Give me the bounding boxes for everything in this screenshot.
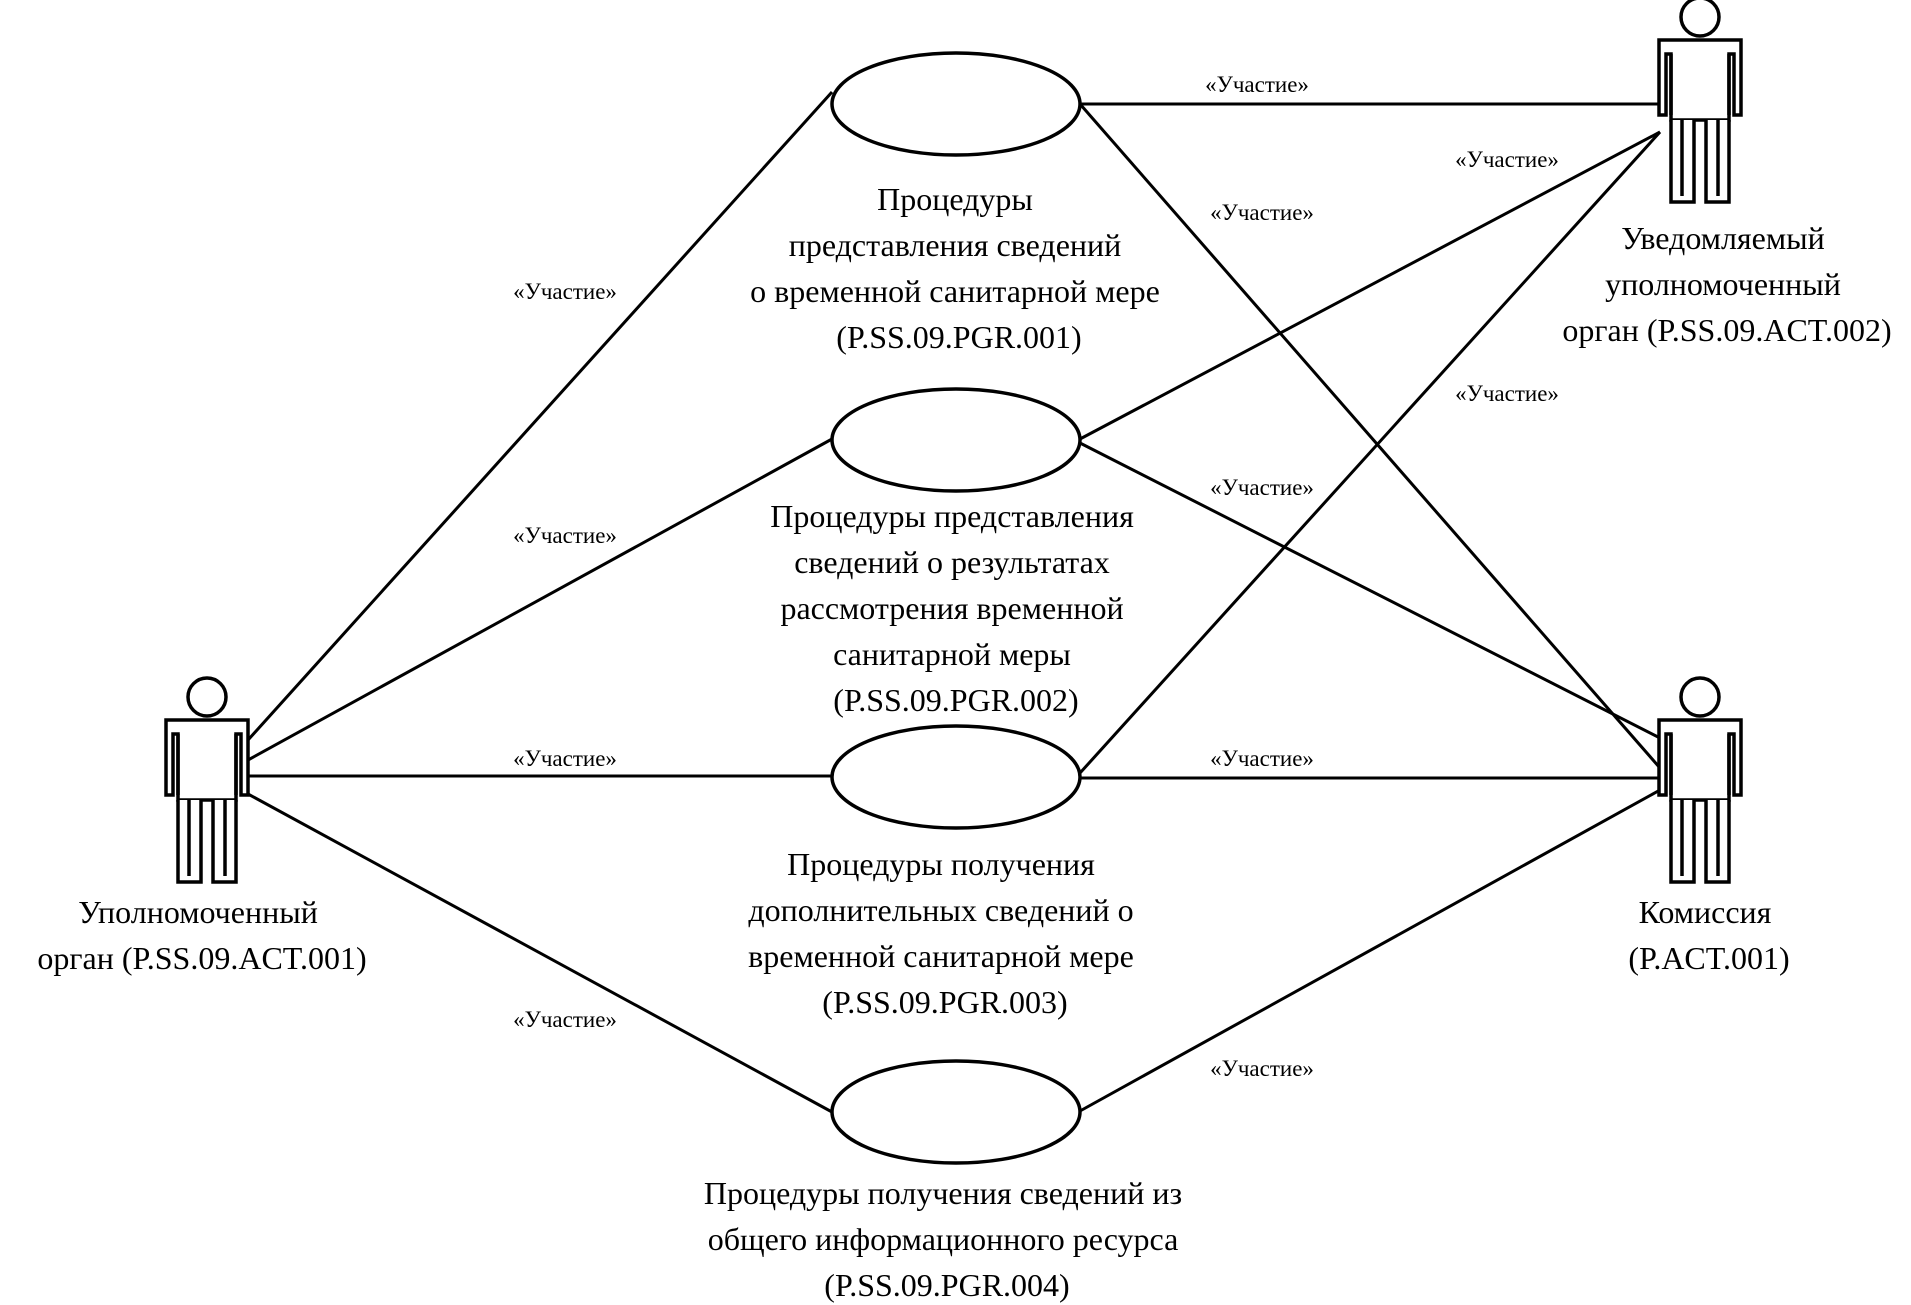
actor-figure-commission[interactable] (1657, 676, 1743, 884)
association-line-authority-pgr004 (247, 792, 833, 1114)
actor-label-authority: Уполномоченный орган (P.SS.09.ACT.001) (37, 894, 366, 976)
association-line-authority-pgr002 (247, 437, 833, 762)
use-case-ellipse-pgr002[interactable] (830, 387, 1082, 493)
association-label-notified-pgr001: «Участие» (1205, 72, 1309, 97)
actor-figure-authority-legs (176, 800, 238, 884)
association-label-authority-pgr001: «Участие» (513, 279, 617, 304)
association-label-authority-pgr003: «Участие» (513, 746, 617, 771)
actor-label-notified: Уведомляемый уполномоченный орган (P.SS.… (1562, 220, 1891, 348)
actor-figure-notified[interactable] (1657, 0, 1743, 204)
use-case-label-pgr002: Процедуры представления сведений о резул… (770, 498, 1142, 718)
use-case-label-pgr001: Процедуры представления сведений о време… (750, 181, 1168, 355)
actor-figures (164, 0, 1743, 884)
association-line-commission-pgr002 (1079, 441, 1661, 740)
association-labels: «Участие» «Участие» «Участие» «Участие» … (513, 72, 1559, 1081)
actor-figure-commission-head (1679, 676, 1721, 718)
actor-label-commission: Комиссия (P.ACT.001) (1628, 894, 1789, 976)
association-label-notified-pgr003: «Участие» (1455, 381, 1559, 406)
association-line-commission-pgr004 (1079, 788, 1661, 1113)
association-label-commission-pgr001: «Участие» (1210, 200, 1314, 225)
actor-figure-authority[interactable] (164, 676, 250, 884)
use-case-label-pgr003: Процедуры получения дополнительных сведе… (748, 846, 1142, 1020)
use-case-ellipse-pgr004[interactable] (830, 1059, 1082, 1165)
association-line-notified-pgr003 (1078, 130, 1662, 775)
association-line-authority-pgr001 (246, 90, 834, 742)
use-case-ellipse-pgr001[interactable] (830, 51, 1082, 157)
use-case-label-pgr004: Процедуры получения сведений из общего и… (704, 1175, 1190, 1303)
association-line-commission-pgr001 (1078, 103, 1662, 769)
association-label-commission-pgr002: «Участие» (1210, 475, 1314, 500)
use-case-ellipse-pgr003[interactable] (830, 724, 1082, 830)
actor-figure-authority-head (186, 676, 228, 718)
association-label-commission-pgr003: «Участие» (1210, 746, 1314, 771)
use-cases (830, 51, 1082, 1165)
association-lines (246, 90, 1662, 1114)
association-label-authority-pgr004: «Участие» (513, 1007, 617, 1032)
actor-figure-notified-legs (1669, 120, 1731, 204)
use-case-labels: Процедуры представления сведений о време… (704, 181, 1190, 1303)
association-label-commission-pgr004: «Участие» (1210, 1056, 1314, 1081)
actor-figure-notified-head (1679, 0, 1721, 38)
association-line-notified-pgr002 (1079, 130, 1661, 441)
association-label-authority-pgr002: «Участие» (513, 523, 617, 548)
association-label-notified-pgr002: «Участие» (1455, 147, 1559, 172)
actor-labels: Уполномоченный орган (P.SS.09.ACT.001) У… (37, 220, 1891, 976)
actor-figure-commission-legs (1669, 800, 1731, 884)
